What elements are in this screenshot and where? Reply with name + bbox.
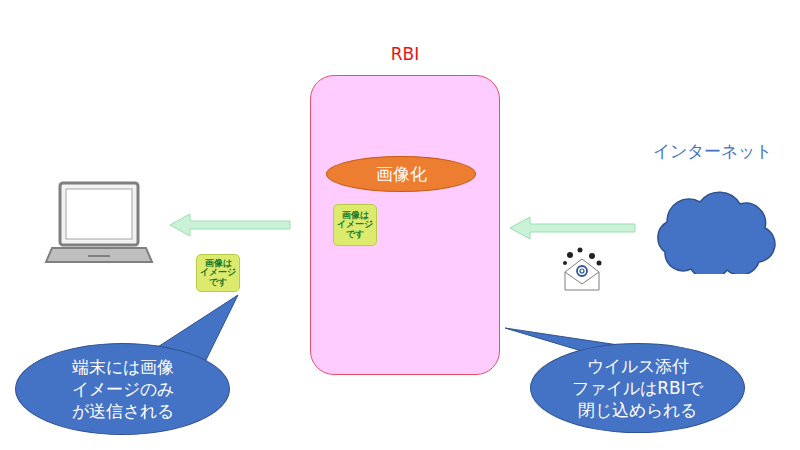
icon-text: 画像は イメージ です (337, 211, 373, 239)
virus-mail-icon (563, 248, 602, 291)
node-label: インターネット (625, 140, 800, 163)
laptop-icon (46, 183, 152, 262)
callout-bubble: ウイルス添付 ファイルはRBIで 閉じ込められる (530, 343, 745, 433)
image-icon: 画像は イメージ です (196, 254, 240, 292)
process-oval: 画像化 (326, 156, 476, 192)
node-label: 画像化 (376, 163, 427, 186)
callout-text: 端末には画像 イメージのみ が送信される (72, 356, 174, 422)
callout-bubble: 端末には画像 イメージのみ が送信される (15, 343, 230, 435)
icon-text: 画像は イメージ です (200, 259, 236, 287)
internet-cloud: インターネット (645, 182, 780, 274)
flow-arrow (170, 214, 290, 236)
cloud-shape (645, 182, 780, 274)
node-label: RBI (311, 44, 499, 64)
callout-text: ウイルス添付 ファイルはRBIで 閉じ込められる (572, 355, 703, 421)
image-icon: 画像は イメージ です (333, 204, 377, 246)
rbi-region: RBI画像化画像は イメージ です (310, 75, 500, 375)
flow-arrow (510, 217, 635, 239)
